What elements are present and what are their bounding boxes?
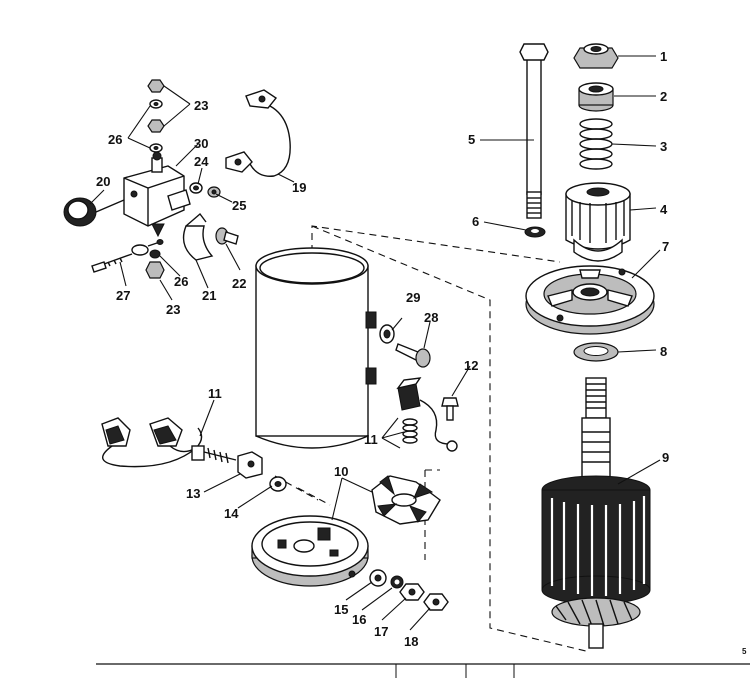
label-16: 16	[352, 612, 366, 627]
label-5: 5	[468, 132, 475, 147]
brush-screw	[441, 397, 459, 421]
frame-screw	[395, 343, 431, 368]
solenoid-boot	[63, 197, 125, 227]
label-26-top: 26	[108, 132, 122, 147]
label-19: 19	[292, 180, 306, 195]
label-18: 18	[404, 634, 418, 649]
cable-19	[225, 89, 291, 177]
label-9: 9	[662, 450, 669, 465]
label-22: 22	[232, 276, 246, 291]
terminal-washer-15	[369, 569, 387, 587]
label-10: 10	[334, 464, 348, 479]
through-bolt	[519, 43, 549, 219]
nut-17	[399, 583, 425, 601]
nut-18	[423, 593, 449, 611]
label-26-bottom: 26	[174, 274, 188, 289]
nut-24	[189, 182, 203, 194]
label-30: 30	[194, 136, 208, 151]
bolt-washer	[524, 226, 546, 238]
solenoid-lower-parts	[91, 239, 165, 279]
label-20: 20	[96, 174, 110, 189]
label-12: 12	[464, 358, 478, 373]
label-1: 1	[660, 49, 667, 64]
label-28: 28	[424, 310, 438, 325]
solenoid-body	[123, 151, 191, 238]
label-8: 8	[660, 344, 667, 359]
anti-drift-spring	[579, 118, 613, 170]
label-27: 27	[116, 288, 130, 303]
bracket-screw-22	[215, 227, 239, 245]
thrust-washer	[573, 342, 619, 362]
label-2: 2	[660, 89, 667, 104]
label-25: 25	[232, 198, 246, 213]
solenoid-nuts-23	[147, 79, 165, 153]
commutator-end-cap	[251, 515, 369, 587]
label-4: 4	[660, 202, 668, 217]
label-23-bottom: 23	[166, 302, 180, 317]
label-29: 29	[406, 290, 420, 305]
part-number-labels: 1 2 3 4 5 6 7 8 9 10 11 11 12 13 14 15 1…	[96, 49, 747, 656]
label-21: 21	[202, 288, 216, 303]
brush-spring	[402, 418, 418, 444]
label-13: 13	[186, 486, 200, 501]
label-14: 14	[224, 506, 239, 521]
frame-washer	[379, 324, 395, 344]
spacer-collar	[578, 82, 614, 112]
label-15: 15	[334, 602, 348, 617]
label-17: 17	[374, 624, 388, 639]
brush-right	[396, 377, 458, 452]
leader-lines	[89, 55, 661, 631]
label-11-right: 11	[364, 432, 378, 447]
lock-washer-16	[390, 575, 404, 589]
bottom-table-rule	[96, 663, 750, 678]
terminal-washer	[269, 476, 287, 492]
drive-end-cap	[525, 265, 655, 335]
label-3: 3	[660, 139, 667, 154]
label-23-top: 23	[194, 98, 208, 113]
assembly-dashed-lines	[274, 225, 591, 653]
motor-frame-housing	[255, 247, 377, 449]
solenoid-bracket-21	[182, 212, 214, 261]
armature	[541, 377, 651, 649]
label-11-top: 11	[208, 386, 222, 401]
label-7: 7	[662, 239, 669, 254]
pinion-nut	[573, 43, 619, 69]
corner-mark: 5	[742, 647, 747, 656]
brush-holder-plate	[371, 475, 441, 525]
brush-left-set	[101, 417, 263, 479]
label-6: 6	[472, 214, 479, 229]
drive-pinion-gear	[565, 182, 631, 262]
label-24: 24	[194, 154, 209, 169]
